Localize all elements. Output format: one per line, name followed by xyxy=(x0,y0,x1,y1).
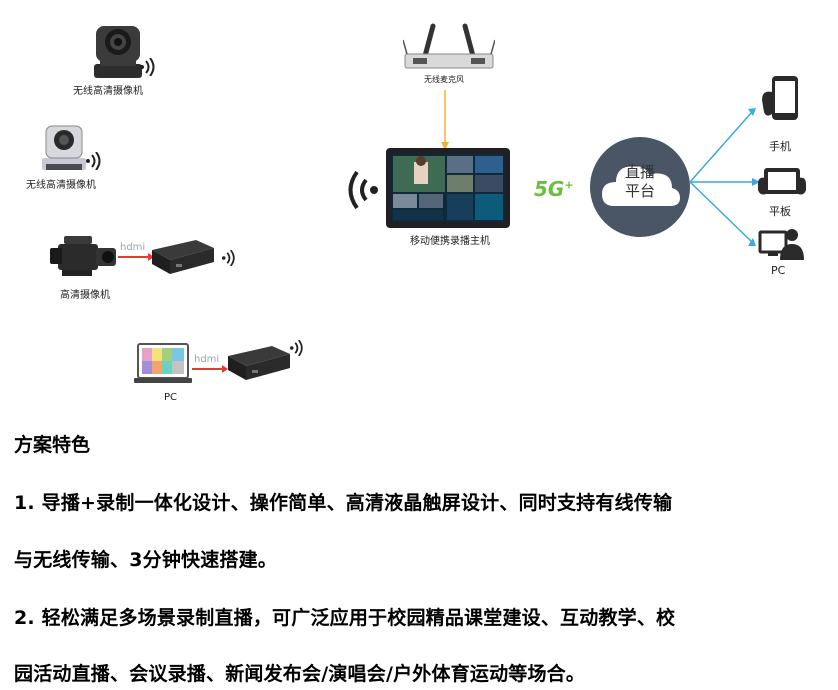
hdmi-arrow-1 xyxy=(118,253,154,261)
wireless-signal-icon xyxy=(222,250,235,266)
feature-line-2: 与无线传输、3分钟快速搭建。 xyxy=(14,549,278,571)
mic-to-host-arrow xyxy=(441,90,449,150)
feature-line-1: 1. 导播+录制一体化设计、操作简单、高清液晶触屏设计、同时支持有线传输 xyxy=(14,492,673,514)
tablet-label: 平板 xyxy=(769,205,791,218)
host-screen-icon xyxy=(391,154,505,222)
ptz-camera-1-icon xyxy=(94,26,142,78)
feature-line-3: 2. 轻松满足多场景录制直播，可广泛应用于校园精品课堂建设、互动教学、校 xyxy=(14,607,676,629)
laptop-icon xyxy=(134,343,192,383)
tablet-icon xyxy=(758,168,806,195)
network-label: 5G xyxy=(534,177,565,201)
5g-network-badge: 5G+ xyxy=(534,177,574,201)
encoder-box-1-icon xyxy=(152,240,214,274)
hdmi-arrow-2 xyxy=(192,365,228,373)
hd-camcorder-label: 高清摄像机 xyxy=(60,290,110,301)
feature-line-4: 园活动直播、会议录播、新闻发布会/演唱会/户外体育运动等场合。 xyxy=(14,663,586,685)
wireless-signal-icon xyxy=(140,58,155,76)
ptz-camera-1-label: 无线高清摄像机 xyxy=(73,86,143,97)
platform-label-line1: 直播 xyxy=(624,163,655,181)
platform-label: 直播 平台 xyxy=(616,163,664,201)
wireless-signal-icon xyxy=(86,152,101,170)
microphone-label: 无线麦克风 xyxy=(424,75,464,84)
platform-label-line2: 平台 xyxy=(624,182,655,200)
wireless-microphone-icon xyxy=(403,23,495,69)
distribution-lines xyxy=(690,108,760,246)
cloud-platform-icon xyxy=(590,137,690,237)
hdmi-label-2: hdmi xyxy=(194,354,220,365)
pc-user-icon xyxy=(758,229,804,260)
host-label: 移动便携录播主机 xyxy=(410,236,490,247)
pc-source-label: PC xyxy=(164,392,178,403)
ptz-camera-2-icon xyxy=(42,125,86,170)
features-title: 方案特色 xyxy=(14,434,91,456)
phone-icon xyxy=(762,76,798,120)
hdmi-label-1: hdmi xyxy=(120,242,146,253)
phone-label: 手机 xyxy=(769,140,791,153)
recording-host-device xyxy=(386,148,510,228)
ptz-camera-2-label: 无线高清摄像机 xyxy=(26,180,96,191)
wireless-broadcast-icon xyxy=(348,170,378,210)
encoder-box-2-icon xyxy=(228,346,290,380)
hd-camcorder-icon xyxy=(50,236,116,276)
wireless-signal-icon xyxy=(290,340,303,356)
client-pc-label: PC xyxy=(771,264,786,277)
